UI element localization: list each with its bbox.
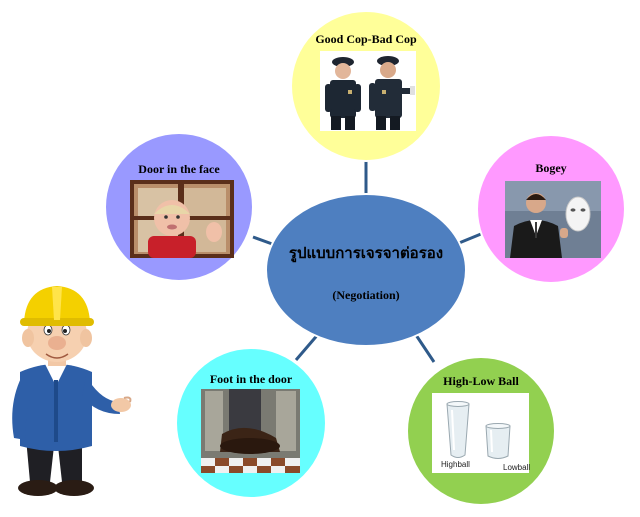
center-topic: รูปแบบการเจรจาต่อรอง (Negotiation) <box>265 193 467 347</box>
node-high-low-ball: High-Low Ball Highball Lowball <box>406 356 556 506</box>
baby-at-door-photo <box>130 180 234 258</box>
lowball-label: Lowball <box>503 463 530 472</box>
node-title-bogey: Bogey <box>535 161 566 175</box>
node-good-cop-bad-cop: Good Cop-Bad Cop <box>290 10 442 162</box>
node-title-door-face: Door in the face <box>138 162 220 176</box>
node-title-foot-door: Foot in the door <box>210 372 293 386</box>
police-officers-photo <box>320 51 416 131</box>
connector-bogey <box>458 232 482 245</box>
node-bogey: Bogey <box>476 134 626 284</box>
node-title-good-cop: Good Cop-Bad Cop <box>315 32 417 46</box>
node-foot-in-the-door: Foot in the door <box>175 347 327 499</box>
man-with-mask-photo <box>505 181 601 258</box>
construction-worker-mascot <box>12 286 132 496</box>
node-title-high-low: High-Low Ball <box>443 374 519 388</box>
highball-label: Highball <box>441 460 470 469</box>
connector-high-low <box>412 331 436 363</box>
center-title: รูปแบบการเจรจาต่อรอง <box>289 244 443 263</box>
node-door-in-the-face: Door in the face <box>104 132 254 282</box>
center-ellipse <box>265 193 467 347</box>
center-subtitle: (Negotiation) <box>332 288 399 302</box>
foot-in-door-photo <box>201 389 300 473</box>
glasses-photo: Highball Lowball <box>432 393 530 473</box>
